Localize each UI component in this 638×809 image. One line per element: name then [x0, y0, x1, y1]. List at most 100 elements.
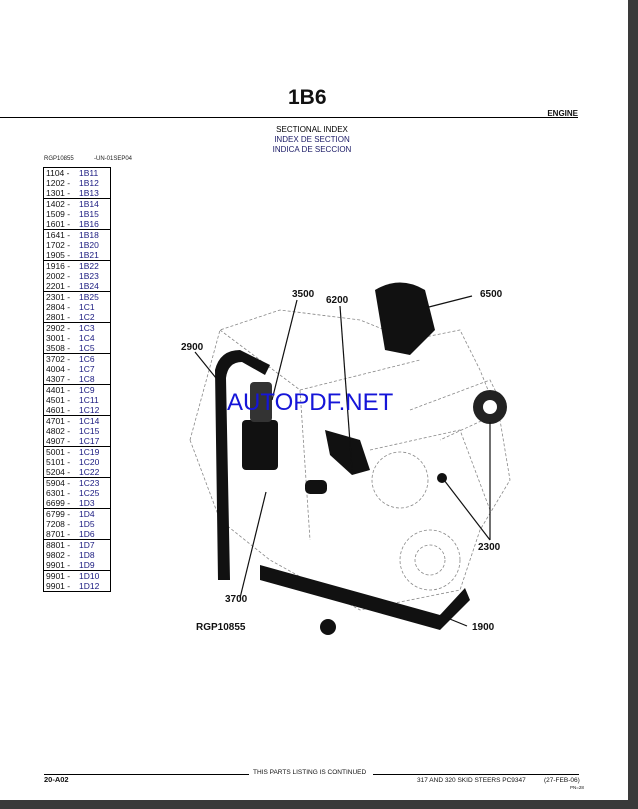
index-page-ref: 1B14 [79, 199, 99, 209]
index-part-range: 8801 - [46, 540, 71, 550]
footer-rule-right [373, 774, 579, 775]
index-page-ref: 1C23 [79, 478, 100, 488]
continued-note: THIS PARTS LISTING IS CONTINUED [253, 769, 367, 776]
index-row: 1601 - 1B16 [44, 219, 110, 229]
highlighted-parts [215, 282, 507, 635]
index-row: 9901 -1D9 [44, 560, 110, 570]
index-part-range: 7208 - [46, 519, 71, 529]
index-part-range: 8701 - [46, 529, 71, 539]
index-page-ref: 1B22 [79, 261, 99, 271]
index-part-range: 1702 - [46, 240, 71, 250]
index-row: 5101 -1C20 [44, 457, 110, 467]
index-part-range: 1905 - [46, 250, 71, 260]
section-title: 1B6 [288, 86, 327, 109]
index-row: 4501 -1C11 [44, 395, 110, 405]
index-part-range: 9901 - [46, 581, 71, 591]
index-row: 2804 -1C1 [44, 302, 110, 312]
index-page-ref: 1D6 [79, 529, 95, 539]
index-page-ref: 1D10 [79, 571, 100, 581]
filter-3500 [242, 420, 278, 470]
index-row: 2902 -1C3 [44, 323, 110, 333]
callout-3500: 3500 [292, 289, 315, 300]
index-page-ref: 1B21 [79, 250, 99, 260]
index-row: 1905 - 1B21 [44, 250, 110, 260]
index-page-ref: 1B25 [79, 292, 99, 302]
index-part-range: 2301 - [46, 292, 71, 302]
index-row: 4307 -1C8 [44, 374, 110, 384]
oil-pan-1900 [260, 565, 470, 630]
index-row: 4401 - 1C9 [44, 385, 110, 395]
index-part-range: 4307 - [46, 374, 71, 384]
index-page-ref: 1C12 [79, 405, 100, 415]
index-row: 4601 - 1C12 [44, 405, 110, 415]
index-part-range: 1601 - [46, 219, 71, 229]
page-number: 20-A02 [44, 775, 69, 784]
index-part-range: 9901 - [46, 560, 71, 570]
index-part-range: 2804 - [46, 302, 71, 312]
index-page-ref: 1D5 [79, 519, 95, 529]
index-row: 1104 - 1B11 [44, 168, 110, 178]
index-row: 9901 -1D10 [44, 571, 110, 581]
watermark: AUTOPDF.NET [227, 389, 394, 416]
index-page-ref: 1B13 [79, 188, 99, 198]
index-heading-es: INDICA DE SECCION [272, 145, 352, 154]
index-part-range: 3702 - [46, 354, 71, 364]
index-part-range: 1402 - [46, 199, 71, 209]
index-part-range: 4004 - [46, 364, 71, 374]
index-row: 4004 - 1C7 [44, 364, 110, 374]
index-page-ref: 1D3 [79, 498, 95, 508]
index-row: 1509 -1B15 [44, 209, 110, 219]
callout-6200: 6200 [326, 295, 349, 306]
index-row: 3702 -1C6 [44, 354, 110, 364]
document-page: 1B6 ENGINE SECTIONAL INDEX INDEX DE SECT… [0, 0, 628, 800]
index-page-ref: 1B15 [79, 209, 99, 219]
index-page-ref: 1B12 [79, 178, 99, 188]
index-part-range: 1641 - [46, 230, 71, 240]
callout-6500: 6500 [480, 289, 503, 300]
index-row: 6699 - 1D3 [44, 498, 110, 508]
index-page-ref: 1B23 [79, 271, 99, 281]
index-page-ref: 1D8 [79, 550, 95, 560]
callout-2300: 2300 [478, 542, 501, 553]
index-row: 2301 - 1B25 [44, 292, 110, 302]
compressor-6500 [375, 282, 435, 355]
index-heading-fr: INDEX DE SECTION [274, 135, 350, 144]
index-page-ref: 1B11 [79, 168, 99, 178]
header-rule [0, 117, 578, 118]
index-page-ref: 1C14 [79, 416, 100, 426]
index-page-ref: 1C9 [79, 385, 95, 395]
index-page-ref: 1B16 [79, 219, 99, 229]
index-page-ref: 1B18 [79, 230, 99, 240]
index-part-range: 1104 - [46, 168, 70, 178]
index-row: 3001 -1C4 [44, 333, 110, 343]
index-part-range: 5101 - [46, 457, 71, 467]
index-page-ref: 1C7 [79, 364, 95, 374]
index-row: 4701 - 1C14 [44, 416, 110, 426]
hose-3700 [305, 480, 327, 494]
index-part-range: 5001 - [46, 447, 71, 457]
index-row: 9802 -1D8 [44, 550, 110, 560]
index-part-range: 4401 - [46, 385, 71, 395]
index-part-range: 4601 - [46, 405, 71, 415]
index-part-range: 6699 - [46, 498, 71, 508]
index-part-range: 5204 - [46, 467, 71, 477]
section-name: ENGINE [547, 109, 578, 118]
index-part-range: 3001 - [46, 333, 71, 343]
index-row: 2002 -1B23 [44, 271, 110, 281]
index-part-range: 4701 - [46, 416, 71, 426]
index-page-ref: 1C22 [79, 467, 100, 477]
index-row: 5204 - 1C22 [44, 467, 110, 477]
figure-code: -UN-01SEP04 [94, 156, 133, 162]
figure-label: RGP10855 [196, 622, 246, 633]
callout-3700: 3700 [225, 594, 248, 605]
